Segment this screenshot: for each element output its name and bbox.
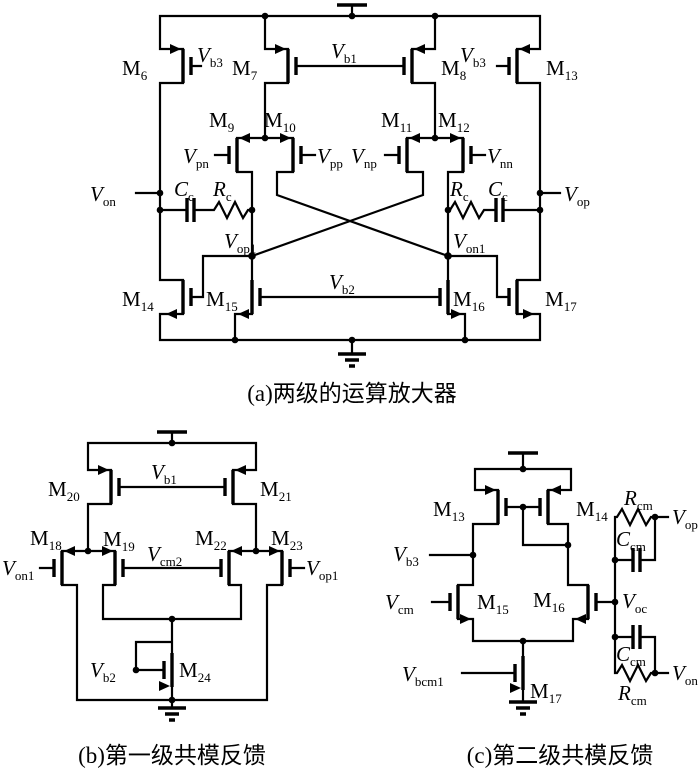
label-a-rc-left: Rc bbox=[212, 177, 232, 204]
label-a-m6: M6 bbox=[122, 56, 148, 83]
label-a-rc-right: Rc bbox=[449, 177, 469, 204]
panel-b: M20 Vb1 M21 M18 M19 M22 M23 Von1 Vcm2 Vo… bbox=[2, 430, 338, 768]
net-label-c-vb3: Vb3 bbox=[393, 542, 419, 569]
label-b-m22: M22 bbox=[195, 526, 227, 553]
label-c-m15: M15 bbox=[477, 590, 509, 617]
net-label-c-vbcm1: Vbcm1 bbox=[402, 662, 444, 689]
net-label-b-von1: Von1 bbox=[2, 556, 34, 583]
label-b-m18: M18 bbox=[30, 526, 62, 553]
panel-a-caption: (a)两级的运算放大器 bbox=[247, 381, 457, 406]
net-label-b-vb2: Vb2 bbox=[90, 658, 116, 685]
label-c-m14: M14 bbox=[576, 497, 608, 524]
net-label-a-vb2: Vb2 bbox=[329, 270, 355, 297]
net-label-a-von1: Von1 bbox=[453, 229, 485, 256]
net-label-a-von: Von bbox=[90, 182, 116, 209]
net-label-c-vop: Vop bbox=[672, 505, 698, 532]
label-a-m15: M15 bbox=[206, 287, 238, 314]
panel-c-component-bars bbox=[448, 451, 642, 716]
panel-c-caption: (c)第二级共模反馈 bbox=[467, 743, 654, 768]
label-c-rcm-bottom: Rcm bbox=[617, 681, 647, 708]
label-a-cc-right: Cc bbox=[488, 177, 508, 204]
net-label-b-vcm2: Vcm2 bbox=[147, 542, 182, 569]
net-label-a-vop: Vop bbox=[564, 182, 590, 209]
panel-b-caption: (b)第一级共模反馈 bbox=[78, 743, 266, 768]
label-a-cc-left: Cc bbox=[174, 177, 194, 204]
label-a-m16: M16 bbox=[453, 287, 485, 314]
label-c-ccm-bottom: Ccm bbox=[616, 642, 646, 669]
label-b-m24: M24 bbox=[179, 658, 211, 685]
net-label-a-vnp: Vnp bbox=[351, 144, 377, 171]
net-label-a-vb1: Vb1 bbox=[331, 39, 357, 66]
label-a-m10: M10 bbox=[264, 108, 296, 135]
label-c-ccm-top: Ccm bbox=[616, 527, 646, 554]
label-a-m17: M17 bbox=[545, 287, 577, 314]
panel-c-junction-dots bbox=[469, 465, 659, 677]
net-label-a-vpn: Vpn bbox=[183, 144, 209, 171]
label-b-m23: M23 bbox=[271, 526, 303, 553]
net-label-c-voc: Voc bbox=[622, 589, 647, 616]
panel-a-component-bars bbox=[181, 3, 519, 368]
label-a-m13: M13 bbox=[546, 56, 578, 83]
net-label-a-vpp: Vpp bbox=[317, 144, 343, 171]
label-c-rcm-top: Rcm bbox=[623, 486, 653, 513]
net-label-c-vcm: Vcm bbox=[385, 590, 414, 617]
net-label-a-vb3-left: Vb3 bbox=[197, 43, 223, 70]
label-a-m8: M8 bbox=[441, 56, 466, 83]
panel-b-junction-dots bbox=[84, 439, 260, 704]
net-label-a-vb3-right: Vb3 bbox=[460, 43, 486, 70]
panel-a-junction-dots bbox=[156, 12, 544, 344]
label-a-m9: M9 bbox=[209, 108, 234, 135]
net-label-b-vop1: Vop1 bbox=[306, 556, 338, 583]
label-a-m14: M14 bbox=[122, 287, 154, 314]
panel-b-component-bars bbox=[52, 430, 292, 722]
label-a-m11: M11 bbox=[381, 108, 412, 135]
net-label-a-vop1: Vop1 bbox=[224, 229, 256, 256]
label-a-m12: M12 bbox=[438, 108, 470, 135]
panel-c: M13 M14 Vb3 Vcm M15 M16 Voc Rcm Vop Ccm … bbox=[385, 451, 698, 768]
label-b-m21: M21 bbox=[260, 477, 292, 504]
label-a-m7: M7 bbox=[232, 56, 258, 83]
panel-a: M6 Vb3 M7 Vb1 M8 Vb3 M13 M9 M10 M11 M12 … bbox=[90, 3, 590, 406]
label-c-m13: M13 bbox=[433, 497, 465, 524]
net-label-b-vb1: Vb1 bbox=[151, 460, 177, 487]
net-label-c-von: Von bbox=[672, 661, 698, 688]
net-label-a-vnn: Vnn bbox=[487, 144, 513, 171]
label-c-m17: M17 bbox=[530, 679, 562, 706]
label-b-m19: M19 bbox=[103, 527, 135, 554]
label-c-m16: M16 bbox=[533, 588, 565, 615]
label-b-m20: M20 bbox=[48, 477, 80, 504]
